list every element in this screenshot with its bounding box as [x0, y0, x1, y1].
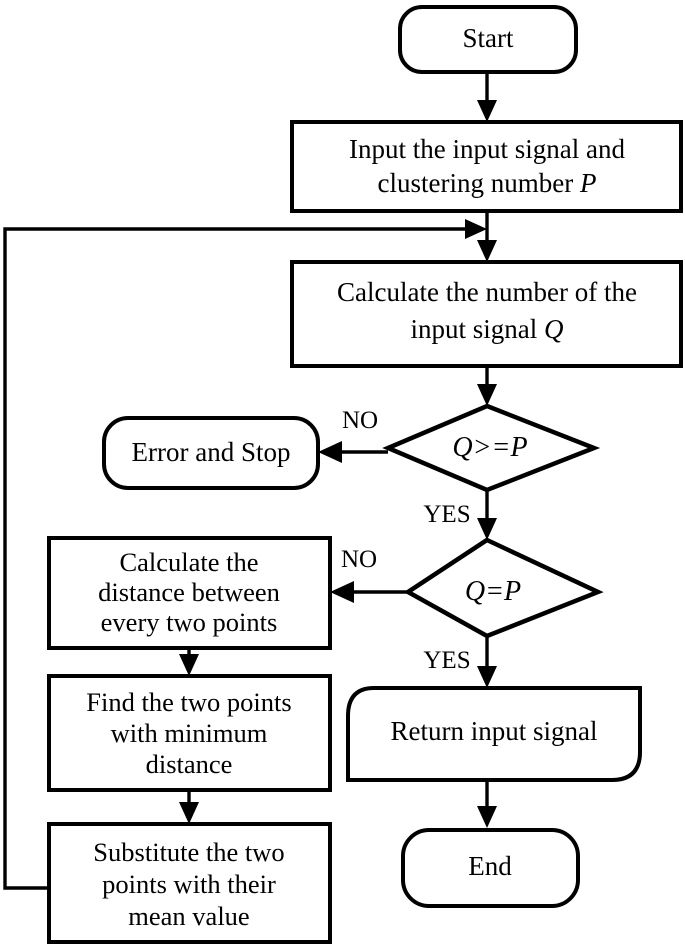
edge-findmin-to-substitute [179, 790, 199, 824]
edge-start-to-input [477, 72, 497, 122]
node-end-label: End [468, 851, 512, 881]
node-calcdistance-line1: Calculate the [119, 547, 258, 577]
node-findmin-line2: with minimum [111, 718, 268, 748]
node-error-stop-label: Error and Stop [132, 437, 291, 467]
node-input-line1: Input the input signal and [349, 134, 625, 164]
edge-label-no-1: NO [342, 407, 378, 434]
node-findmin-line3: distance [146, 749, 233, 779]
decision-ge-op: >= [473, 432, 511, 463]
node-input-line2: clustering number P [378, 168, 597, 198]
node-start[interactable]: Start [398, 5, 578, 74]
node-substitute-line1: Substitute the two [93, 837, 284, 867]
decision-eq-var1: Q [465, 576, 485, 607]
node-end[interactable]: End [401, 828, 580, 908]
node-substitute-line2: points with their [102, 869, 276, 899]
node-input-signal[interactable]: Input the input signal and clustering nu… [290, 120, 683, 213]
edge-label-yes-1: YES [423, 501, 470, 528]
node-decision-q-ge-p[interactable]: Q>=P [382, 403, 601, 493]
node-calcdistance-line3: every two points [101, 607, 278, 637]
decision-ge-var2: P [509, 432, 527, 463]
node-start-label: Start [463, 23, 514, 53]
node-calculate-number[interactable]: Calculate the number of the input signal… [290, 260, 683, 368]
node-input-line2-pre: clustering number [378, 168, 580, 198]
edge-label-yes-2: YES [423, 647, 470, 674]
node-calcnumber-line2-pre: input signal [411, 314, 545, 344]
node-calcnumber-var-q: Q [544, 314, 564, 344]
node-calcnumber-line1: Calculate the number of the [337, 277, 637, 307]
decision-eq-var2: P [503, 576, 521, 607]
node-calcdistance-line2: distance between [98, 577, 280, 607]
decision-eq-op: = [485, 576, 504, 607]
edge-decision-eq-yes-to-return [477, 636, 497, 688]
node-input-var-p: P [579, 168, 597, 198]
node-decision-eq-label: Q=P [465, 576, 521, 607]
node-calcnumber-line2: input signal Q [411, 314, 564, 344]
node-findmin-line1: Find the two points [86, 687, 291, 717]
decision-ge-var1: Q [452, 432, 472, 463]
edge-return-to-end [477, 780, 497, 828]
node-decision-q-eq-p[interactable]: Q=P [403, 537, 604, 639]
node-substitute-mean[interactable]: Substitute the two points with their mea… [47, 822, 332, 944]
node-find-min-distance[interactable]: Find the two points with minimum distanc… [47, 674, 332, 792]
node-error-and-stop[interactable]: Error and Stop [102, 416, 320, 490]
node-substitute-line3: mean value [128, 901, 249, 931]
edge-calcnumber-to-decision-ge [477, 366, 497, 406]
edge-label-no-2: NO [341, 546, 377, 573]
node-calculate-distance[interactable]: Calculate the distance between every two… [47, 536, 332, 650]
edge-decision-ge-yes-to-decision-eq [477, 490, 497, 540]
edge-decision-ge-no-to-error [318, 441, 388, 463]
edge-decision-eq-no-to-calcdistance [330, 581, 408, 603]
edge-input-to-calcnumber [477, 212, 497, 262]
edge-calcdistance-to-findmin [179, 648, 199, 676]
node-return-signal-label: Return input signal [391, 716, 598, 746]
node-decision-ge-label: Q>=P [452, 432, 527, 463]
node-return-input-signal[interactable]: Return input signal [346, 686, 642, 782]
edge-substitute-feedback-loop [3, 219, 487, 890]
